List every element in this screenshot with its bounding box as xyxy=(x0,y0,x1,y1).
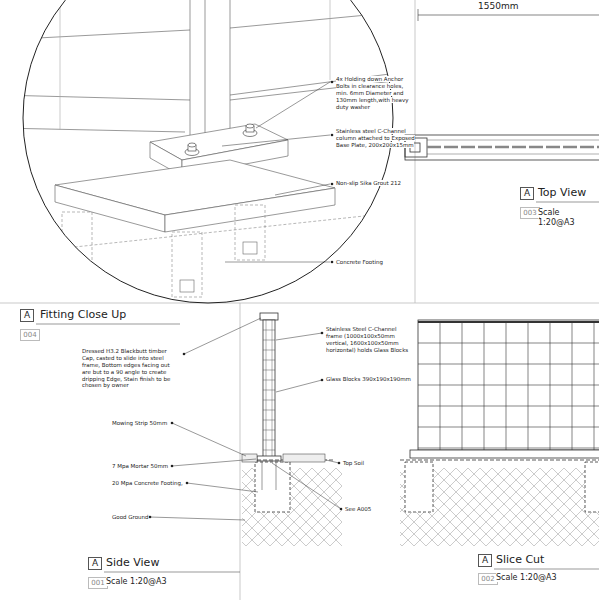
note: Glass Blocks 390x190x190mm xyxy=(326,376,414,383)
note-text: 4x Holding down Anchor Bolts in clearanc… xyxy=(336,76,408,110)
view-title: Fitting Close Up xyxy=(40,308,180,322)
scale-note-text: Scale 1:20@A3 xyxy=(538,208,575,227)
note: Dressed H3.2 Blackbutt timber Cap, caste… xyxy=(82,348,180,389)
note-text: 7 Mpa Mortar 50mm xyxy=(112,463,168,469)
scale-note: Scale 1:20@A3 xyxy=(496,573,586,583)
view-title-text: Top View xyxy=(538,186,586,199)
scale-note-text: Scale 1:20@A3 xyxy=(106,577,167,586)
note-text: Dressed H3.2 Blackbutt timber Cap, caste… xyxy=(82,348,170,388)
note-text: Stainless steel C-Channel column attache… xyxy=(336,128,415,148)
note: 20 Mpa Concrete Footing, xyxy=(112,480,187,487)
view-letter-box: A xyxy=(478,554,492,567)
note-text: Stainless Steel C-Channel frame (1000x10… xyxy=(326,326,408,353)
view-code: A xyxy=(92,558,98,568)
sheet-number-box: 003 xyxy=(520,207,540,219)
view-letter-box: A xyxy=(20,309,34,322)
dimension-text: 1550mm xyxy=(478,1,518,11)
view-title-text: Slice Cut xyxy=(496,553,544,566)
view-code: 002 xyxy=(481,575,494,583)
view-title-text: Side View xyxy=(106,556,159,569)
view-letter-box: A xyxy=(88,557,102,570)
note-text: See A005 xyxy=(345,506,371,512)
view-code: 004 xyxy=(23,331,36,339)
sheet-number-box: 004 xyxy=(20,329,40,341)
note-text: Mowing Strip 50mm xyxy=(112,420,167,426)
note: Stainless Steel C-Channel frame (1000x10… xyxy=(326,326,414,354)
note-text: Glass Blocks 390x190x190mm xyxy=(326,376,411,382)
note: See A005 xyxy=(345,506,385,513)
view-title: Top View xyxy=(538,186,598,200)
dimension: 1550mm xyxy=(478,1,548,12)
view-code: A xyxy=(524,188,530,198)
note-text: 20 Mpa Concrete Footing, xyxy=(112,480,183,486)
view-code: 003 xyxy=(523,209,536,217)
note-text: Non-slip Sika Grout 212 xyxy=(336,180,401,186)
note: 7 Mpa Mortar 50mm xyxy=(112,463,172,470)
view-code: A xyxy=(24,310,30,320)
scale-note-text: Scale 1:20@A3 xyxy=(496,573,557,582)
view-code: A xyxy=(482,555,488,565)
sheet-number-box: 002 xyxy=(478,573,498,585)
scale-note: Scale 1:20@A3 xyxy=(538,208,598,228)
view-title: Side View xyxy=(106,556,226,570)
note-text: Good Ground xyxy=(112,514,148,520)
note: Mowing Strip 50mm xyxy=(112,420,172,427)
note: Concrete Footing xyxy=(336,259,416,266)
note: Top Soil xyxy=(343,460,383,467)
note-text: Top Soil xyxy=(343,460,364,466)
view-letter-box: A xyxy=(520,187,534,200)
view-title: Slice Cut xyxy=(496,553,596,567)
note-text: Concrete Footing xyxy=(336,259,383,265)
note: Stainless steel C-Channel column attache… xyxy=(336,128,416,149)
sheet-number-box: 001 xyxy=(88,577,108,589)
view-title-text: Fitting Close Up xyxy=(40,308,126,321)
scale-note: Scale 1:20@A3 xyxy=(106,577,196,587)
view-code: 001 xyxy=(91,579,104,587)
note: Good Ground xyxy=(112,514,150,521)
note: 4x Holding down Anchor Bolts in clearanc… xyxy=(336,76,416,110)
note: Non-slip Sika Grout 212 xyxy=(336,180,416,187)
